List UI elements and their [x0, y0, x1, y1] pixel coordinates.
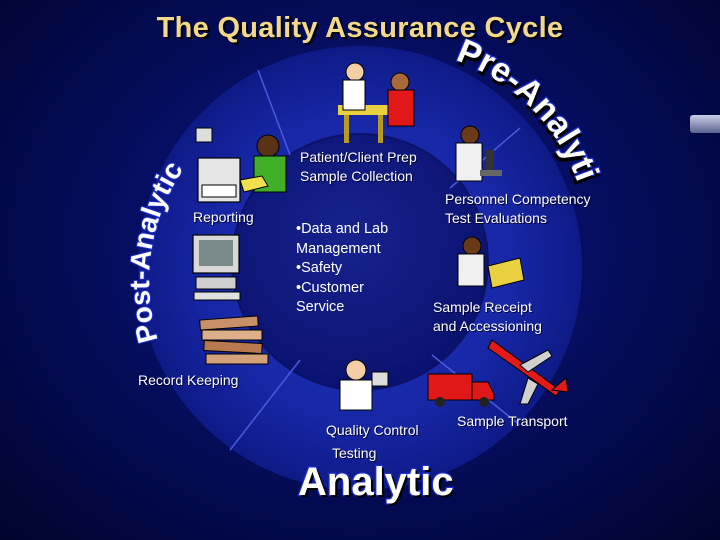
record-keeping-label: Record Keeping [138, 371, 238, 390]
center-item: Customer [296, 279, 388, 299]
qc-line1: Quality Control [326, 419, 419, 442]
patient-prep-line1: Patient/Client Prep [300, 148, 417, 167]
receipt-line2: and Accessioning [433, 317, 542, 336]
center-item: Data and Lab [296, 220, 388, 240]
personnel-line1: Personnel Competency [445, 190, 591, 209]
analytic-label: Analytic [298, 460, 454, 505]
personnel-line2: Test Evaluations [445, 209, 591, 228]
patient-prep-line2: Sample Collection [300, 167, 417, 186]
page-title: The Quality Assurance Cycle [0, 12, 720, 45]
center-item-continued: Service [296, 298, 388, 318]
edge-tab-decoration [690, 115, 720, 133]
center-item: Safety [296, 259, 388, 279]
personnel-label: Personnel Competency Test Evaluations [445, 190, 591, 228]
receipt-line1: Sample Receipt [433, 298, 542, 317]
receipt-label: Sample Receipt and Accessioning [433, 298, 542, 336]
center-item-continued: Management [296, 240, 388, 260]
center-list: Data and Lab Management Safety Customer … [296, 220, 388, 318]
transport-label: Sample Transport [457, 412, 568, 431]
patient-prep-label: Patient/Client Prep Sample Collection [300, 148, 417, 186]
reporting-label: Reporting [193, 208, 254, 227]
books-clipart [200, 316, 268, 364]
qc-label: Quality Control Testing [326, 419, 419, 465]
